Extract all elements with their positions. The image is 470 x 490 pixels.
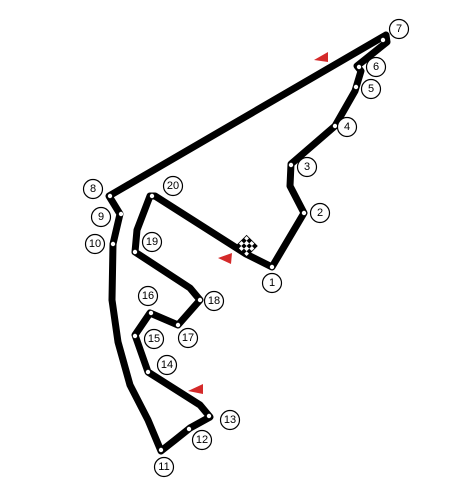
corner-dot: [186, 426, 192, 432]
corner-dot: [197, 297, 203, 303]
corner-dot: [149, 193, 155, 199]
corner-dot: [158, 447, 164, 453]
corner-dot: [110, 241, 116, 247]
corner-badge-11: 11: [153, 456, 175, 478]
svg-text:4: 4: [344, 121, 350, 133]
corner-dot: [269, 264, 275, 270]
drs-flag-icon: [218, 253, 232, 264]
corner-dot: [175, 322, 181, 328]
corner-badge-3: 3: [296, 156, 318, 178]
svg-text:9: 9: [98, 211, 104, 223]
svg-text:2: 2: [317, 207, 323, 219]
corner-dot: [132, 333, 138, 339]
drs-flag-icon: [314, 52, 328, 62]
corner-dot: [148, 310, 154, 316]
svg-text:17: 17: [182, 332, 194, 344]
corner-badge-12: 12: [191, 429, 213, 451]
corner-badge-15: 15: [143, 328, 165, 350]
corner-badge-9: 9: [90, 206, 112, 228]
drs-flag-icon: [188, 384, 203, 394]
corner-badge-8: 8: [82, 178, 104, 200]
corner-badge-18: 18: [203, 290, 225, 312]
corner-dot: [353, 84, 359, 90]
svg-text:12: 12: [196, 434, 208, 446]
corner-badge-2: 2: [309, 202, 331, 224]
corner-dot: [332, 123, 338, 129]
corner-badge-17: 17: [177, 327, 199, 349]
corner-badge-6: 6: [365, 56, 387, 78]
corner-dot: [206, 413, 212, 419]
svg-text:15: 15: [148, 333, 160, 345]
corner-dot: [288, 162, 294, 168]
svg-text:19: 19: [146, 236, 158, 248]
corner-dot: [118, 211, 124, 217]
svg-text:8: 8: [90, 183, 96, 195]
corner-dot: [301, 210, 307, 216]
corner-badge-13: 13: [219, 409, 241, 431]
corner-badge-20: 20: [162, 175, 184, 197]
corner-dot: [356, 64, 362, 70]
corner-dot: [107, 193, 113, 199]
svg-text:18: 18: [208, 295, 220, 307]
svg-text:20: 20: [167, 180, 179, 192]
corner-dot: [145, 369, 151, 375]
checkered-flag-icon: [235, 234, 258, 258]
svg-text:5: 5: [368, 83, 374, 95]
corner-badge-19: 19: [141, 231, 163, 253]
svg-text:1: 1: [269, 277, 275, 289]
svg-text:16: 16: [142, 290, 154, 302]
corner-badge-1: 1: [261, 272, 283, 294]
svg-text:11: 11: [158, 461, 169, 473]
track-path: [105, 31, 391, 455]
corner-badge-5: 5: [360, 78, 382, 100]
svg-text:3: 3: [304, 161, 310, 173]
corner-dot: [380, 37, 386, 43]
corner-badge-16: 16: [137, 285, 159, 307]
svg-text:7: 7: [396, 23, 402, 35]
svg-text:13: 13: [224, 414, 236, 426]
corner-badge-4: 4: [336, 116, 358, 138]
corner-badge-7: 7: [388, 18, 410, 40]
svg-text:6: 6: [373, 61, 379, 73]
svg-text:10: 10: [89, 238, 101, 250]
corner-badge-14: 14: [156, 354, 178, 376]
corner-badge-10: 10: [84, 233, 106, 255]
svg-text:14: 14: [161, 359, 173, 371]
corner-dots: [107, 37, 386, 453]
corner-dot: [132, 249, 138, 255]
